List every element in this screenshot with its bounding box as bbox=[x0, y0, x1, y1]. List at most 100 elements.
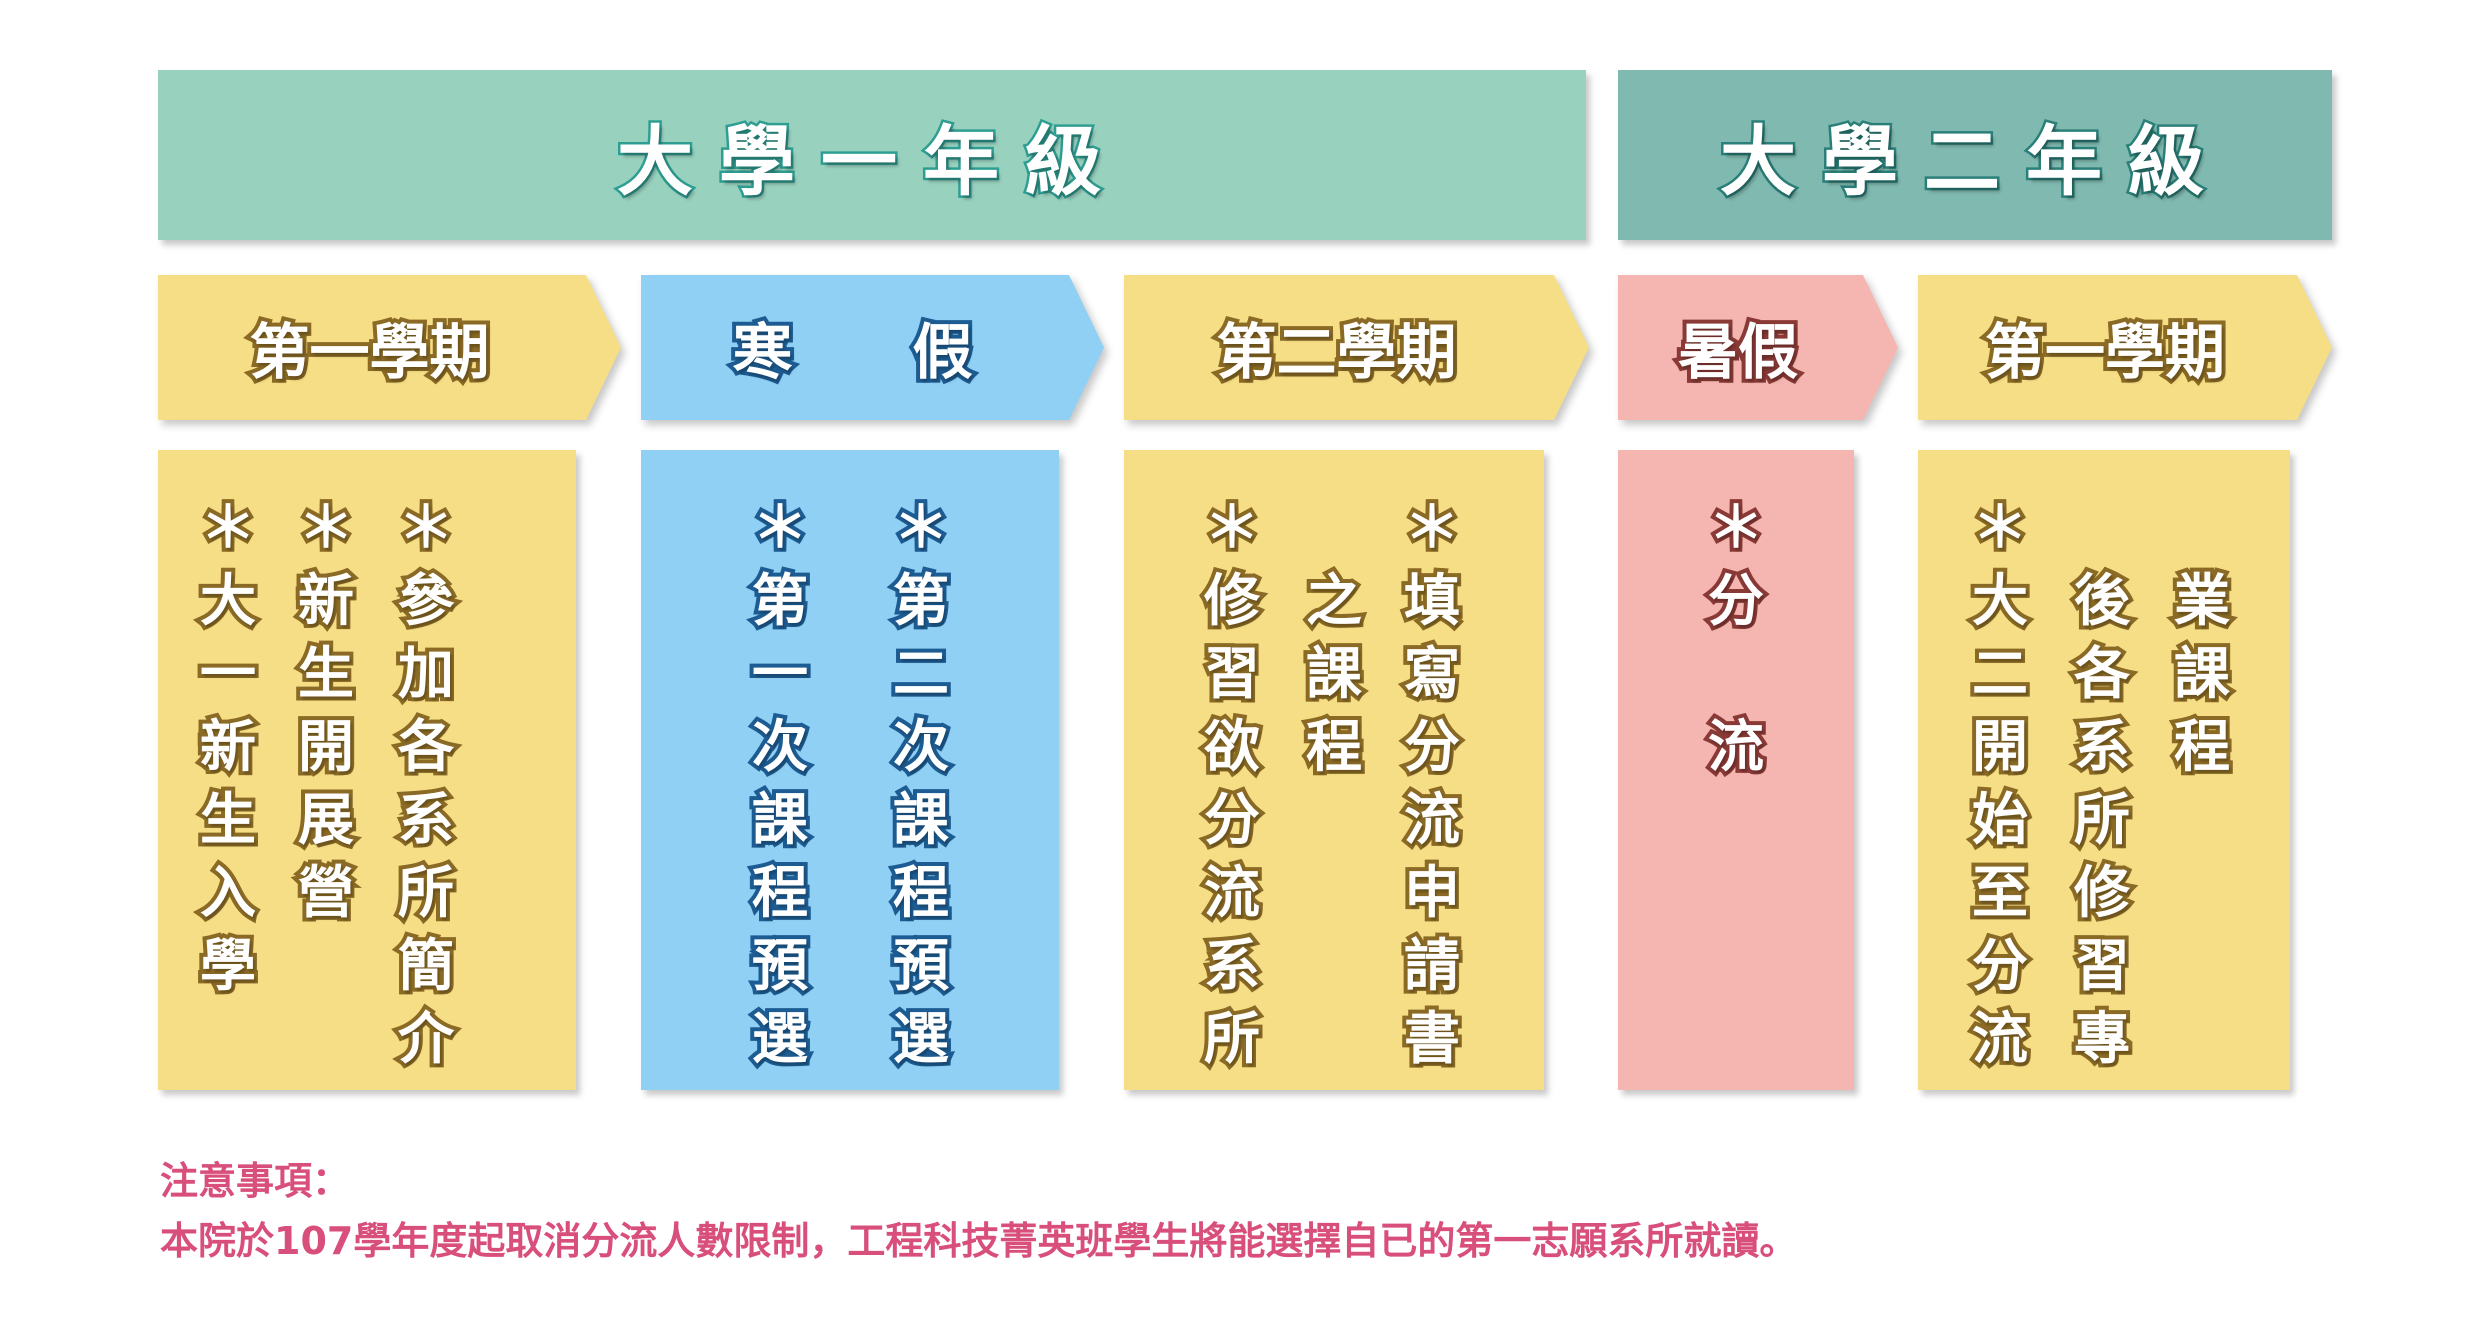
content-char: 系 bbox=[2070, 711, 2134, 784]
content-char: 分 bbox=[1968, 930, 2032, 1003]
content-char: 所 bbox=[394, 857, 458, 930]
period-arrow-year2-semester-1: 第一學期 bbox=[1918, 275, 2332, 420]
content-char: 請 bbox=[1400, 930, 1464, 1003]
content-char: 預 bbox=[889, 930, 953, 1003]
year-one-banner: 大學一年級 bbox=[158, 70, 1586, 240]
content-char: 新 bbox=[196, 711, 260, 784]
content-char: 第 bbox=[748, 565, 812, 638]
content-char: 業 bbox=[2170, 565, 2234, 638]
arrow-right-icon bbox=[1918, 275, 2332, 420]
content-column: ＊大二開始至分流 bbox=[1962, 492, 2038, 1076]
content-char: ＊ bbox=[196, 492, 260, 565]
content-char: 各 bbox=[2070, 638, 2134, 711]
content-char: 修 bbox=[2070, 857, 2134, 930]
content-char: 流 bbox=[1704, 711, 1768, 784]
content-column: 之課程 bbox=[1296, 492, 1372, 784]
content-char: 程 bbox=[748, 857, 812, 930]
content-char: 欲 bbox=[1200, 711, 1264, 784]
content-char: 程 bbox=[1302, 711, 1366, 784]
period-arrow-semester-1: 第一學期 bbox=[158, 275, 621, 420]
year-one-label: 大學一年級 bbox=[615, 115, 1127, 209]
content-char: 課 bbox=[2170, 638, 2234, 711]
content-column: 後各系所修習專 bbox=[2064, 492, 2140, 1076]
content-char: ＊ bbox=[889, 492, 953, 565]
content-column: ＊大一新生入學 bbox=[190, 492, 266, 1003]
content-char: 大 bbox=[1968, 565, 2032, 638]
content-char: ＊ bbox=[1200, 492, 1264, 565]
content-char: 開 bbox=[1968, 711, 2032, 784]
content-char: 營 bbox=[294, 857, 358, 930]
content-char: 系 bbox=[1200, 930, 1264, 1003]
content-char: 所 bbox=[2070, 784, 2134, 857]
content-char: 入 bbox=[196, 857, 260, 930]
content-box-semester-2: ＊修習欲分流系所 之課程 ＊填寫分流申請書 bbox=[1124, 450, 1544, 1090]
content-char: 介 bbox=[394, 1003, 458, 1076]
content-char: 修 bbox=[1200, 565, 1264, 638]
content-char: 一 bbox=[196, 638, 260, 711]
period-label-year2-semester-1: 第一學期 bbox=[1981, 314, 2229, 392]
content-char: 二 bbox=[889, 638, 953, 711]
content-char: ＊ bbox=[294, 492, 358, 565]
content-column: ＊分 流 bbox=[1698, 492, 1774, 784]
period-label-summer: 暑假 bbox=[1674, 314, 1802, 392]
content-column: ＊新生開展營 bbox=[288, 492, 364, 930]
content-char bbox=[2192, 492, 2212, 565]
content-char: 各 bbox=[394, 711, 458, 784]
content-char: ＊ bbox=[394, 492, 458, 565]
content-char: 選 bbox=[748, 1003, 812, 1076]
period-label-winter: 寒 假 bbox=[729, 314, 977, 392]
period-arrow-semester-2: 第二學期 bbox=[1124, 275, 1589, 420]
content-char: 專 bbox=[2070, 1003, 2134, 1076]
content-char: 開 bbox=[294, 711, 358, 784]
content-char: ＊ bbox=[1400, 492, 1464, 565]
content-char: 一 bbox=[748, 638, 812, 711]
year-two-banner: 大學二年級 bbox=[1618, 70, 2332, 240]
content-char: 流 bbox=[1400, 784, 1464, 857]
arrow-right-icon bbox=[641, 275, 1104, 420]
content-char: ＊ bbox=[1968, 492, 2032, 565]
notes-title: 注意事項： bbox=[160, 1159, 351, 1203]
content-char: 新 bbox=[294, 565, 358, 638]
year-two-label: 大學二年級 bbox=[1718, 115, 2230, 209]
content-char: 課 bbox=[748, 784, 812, 857]
content-char: ＊ bbox=[1704, 492, 1768, 565]
content-char: 流 bbox=[1968, 1003, 2032, 1076]
content-box-winter: ＊第一次課程預選 ＊第二次課程預選 bbox=[641, 450, 1059, 1090]
content-column: ＊第二次課程預選 bbox=[883, 492, 959, 1076]
content-char: 始 bbox=[1968, 784, 2032, 857]
content-char: 展 bbox=[294, 784, 358, 857]
content-column: ＊參加各系所簡介 bbox=[388, 492, 464, 1076]
content-char: 後 bbox=[2070, 565, 2134, 638]
period-arrow-summer: 暑假 bbox=[1618, 275, 1898, 420]
content-box-year2-semester-1: ＊大二開始至分流 後各系所修習專 業課程 bbox=[1918, 450, 2290, 1090]
period-arrow-winter: 寒 假 bbox=[641, 275, 1104, 420]
content-char bbox=[2092, 492, 2112, 565]
content-box-summer: ＊分 流 bbox=[1618, 450, 1854, 1090]
content-char: 課 bbox=[889, 784, 953, 857]
content-char: 習 bbox=[2070, 930, 2134, 1003]
content-char: 申 bbox=[1400, 857, 1464, 930]
content-char: 簡 bbox=[394, 930, 458, 1003]
content-char: 寫 bbox=[1400, 638, 1464, 711]
content-char: 課 bbox=[1302, 638, 1366, 711]
content-char: 學 bbox=[196, 930, 260, 1003]
notes-body: 本院於107學年度起取消分流人數限制，工程科技菁英班學生將能選擇自已的第一志願系… bbox=[160, 1219, 1798, 1263]
content-column: ＊填寫分流申請書 bbox=[1394, 492, 1470, 1076]
arrow-right-icon bbox=[1124, 275, 1589, 420]
content-char: 第 bbox=[889, 565, 953, 638]
content-char: 填 bbox=[1400, 565, 1464, 638]
content-char: ＊ bbox=[748, 492, 812, 565]
content-char: 書 bbox=[1400, 1003, 1464, 1076]
content-char: 次 bbox=[889, 711, 953, 784]
content-char: 選 bbox=[889, 1003, 953, 1076]
content-column: ＊修習欲分流系所 bbox=[1194, 492, 1270, 1076]
content-char: 二 bbox=[1968, 638, 2032, 711]
content-char: 參 bbox=[394, 565, 458, 638]
content-char: 習 bbox=[1200, 638, 1264, 711]
content-char: 加 bbox=[394, 638, 458, 711]
arrow-right-icon bbox=[158, 275, 621, 420]
content-char bbox=[1324, 492, 1344, 565]
content-char: 之 bbox=[1302, 565, 1366, 638]
content-char: 系 bbox=[394, 784, 458, 857]
content-char: 程 bbox=[889, 857, 953, 930]
